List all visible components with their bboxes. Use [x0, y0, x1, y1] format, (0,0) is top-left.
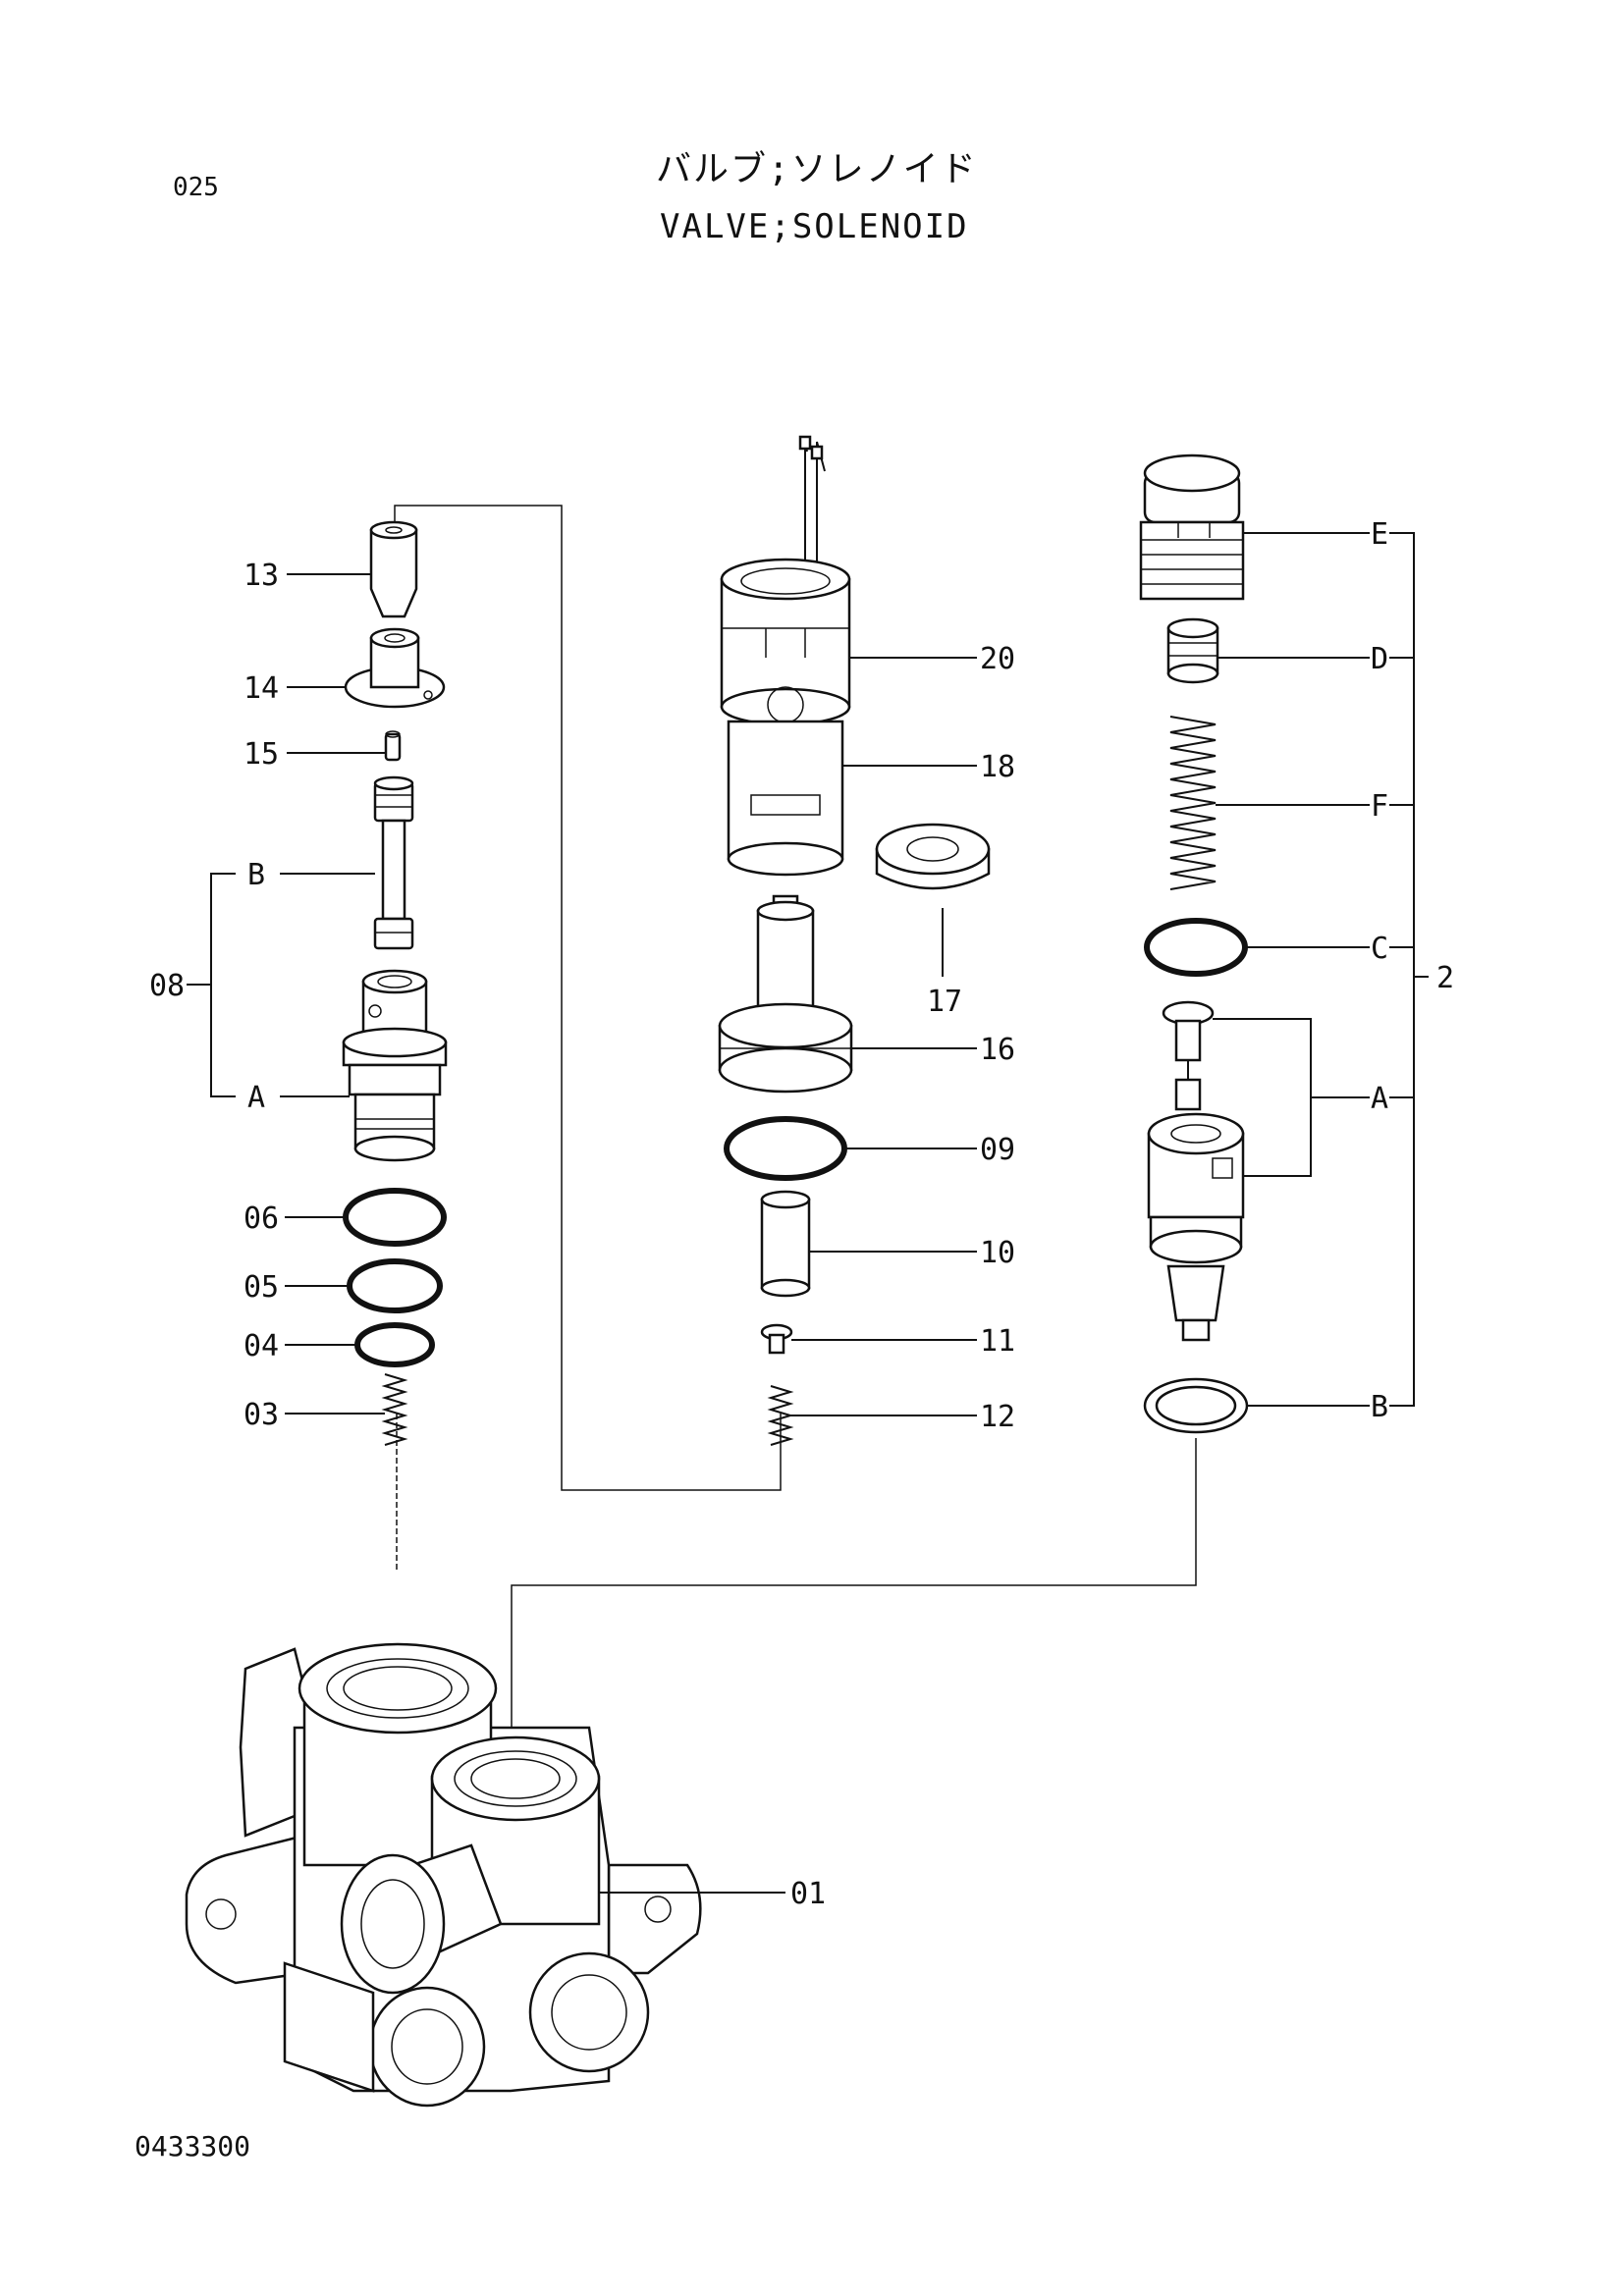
callout-2-b: B — [1371, 1390, 1388, 1424]
callout-08-b: B — [247, 858, 265, 892]
part-01-valve-body — [185, 1642, 702, 2108]
callout-16: 16 — [980, 1033, 1015, 1067]
callout-14: 14 — [243, 671, 279, 706]
callout-2-f: F — [1371, 789, 1388, 824]
part-08a-sleeve — [342, 969, 448, 1162]
part-06-oring — [343, 1188, 447, 1247]
callout-09: 09 — [980, 1133, 1015, 1167]
callout-2: 2 — [1436, 961, 1454, 995]
callout-08: 08 — [149, 969, 185, 1003]
part-15-pin — [384, 730, 402, 762]
callout-04: 04 — [243, 1329, 279, 1363]
part-2a-poppet-valve — [1147, 1000, 1245, 1342]
callout-15: 15 — [243, 737, 279, 772]
callout-06: 06 — [243, 1201, 279, 1236]
callout-20: 20 — [980, 642, 1015, 676]
part-11-pin — [760, 1323, 793, 1355]
part-2f-spring — [1169, 716, 1217, 890]
part-09-oring — [724, 1116, 847, 1181]
callout-labels: 13 14 15 B 08 A 06 05 04 03 20 18 17 16 … — [149, 517, 1454, 1911]
callout-12: 12 — [980, 1400, 1015, 1434]
callout-08-a: A — [247, 1081, 265, 1115]
guide-line-13-to-12 — [394, 505, 782, 1491]
part-04-oring — [354, 1322, 435, 1367]
part-20-solenoid-coil — [720, 435, 851, 726]
guide-line-right-to-body — [511, 1438, 1197, 1806]
page-number: 025 — [173, 173, 219, 202]
title-japanese: バルブ;ソレノイド — [656, 149, 978, 189]
part-08b-spool — [373, 775, 414, 950]
callout-2-c: C — [1371, 932, 1388, 966]
part-03-spring — [381, 1373, 408, 1446]
part-2e-plug — [1139, 454, 1245, 601]
leader-lines — [187, 532, 1429, 1894]
part-17-nut — [875, 823, 991, 890]
part-2c-oring — [1144, 918, 1248, 977]
callout-18: 18 — [980, 750, 1015, 784]
callout-17: 17 — [927, 985, 962, 1019]
callout-11: 11 — [980, 1324, 1015, 1359]
part-2d-retainer — [1166, 617, 1219, 684]
part-14-flange — [344, 627, 446, 709]
assembly-guide-lines — [394, 505, 1197, 1806]
drawing-number: 0433300 — [135, 2130, 251, 2163]
part-10-plunger — [760, 1190, 811, 1298]
part-13-cap — [369, 520, 418, 618]
part-16-plunger-tube — [718, 894, 853, 1094]
part-18-solenoid-body — [727, 720, 844, 877]
callout-13: 13 — [243, 559, 279, 593]
part-2b-backup-ring — [1143, 1377, 1249, 1434]
callout-05: 05 — [243, 1270, 279, 1305]
callout-2-d: D — [1371, 642, 1388, 676]
part-05-oring — [347, 1258, 443, 1313]
callout-2-e: E — [1371, 517, 1388, 552]
callout-01: 01 — [790, 1877, 826, 1911]
title-english: VALVE;SOLENOID — [660, 207, 969, 246]
callout-2-a: A — [1371, 1082, 1388, 1116]
callout-03: 03 — [243, 1398, 279, 1432]
callout-10: 10 — [980, 1236, 1015, 1270]
